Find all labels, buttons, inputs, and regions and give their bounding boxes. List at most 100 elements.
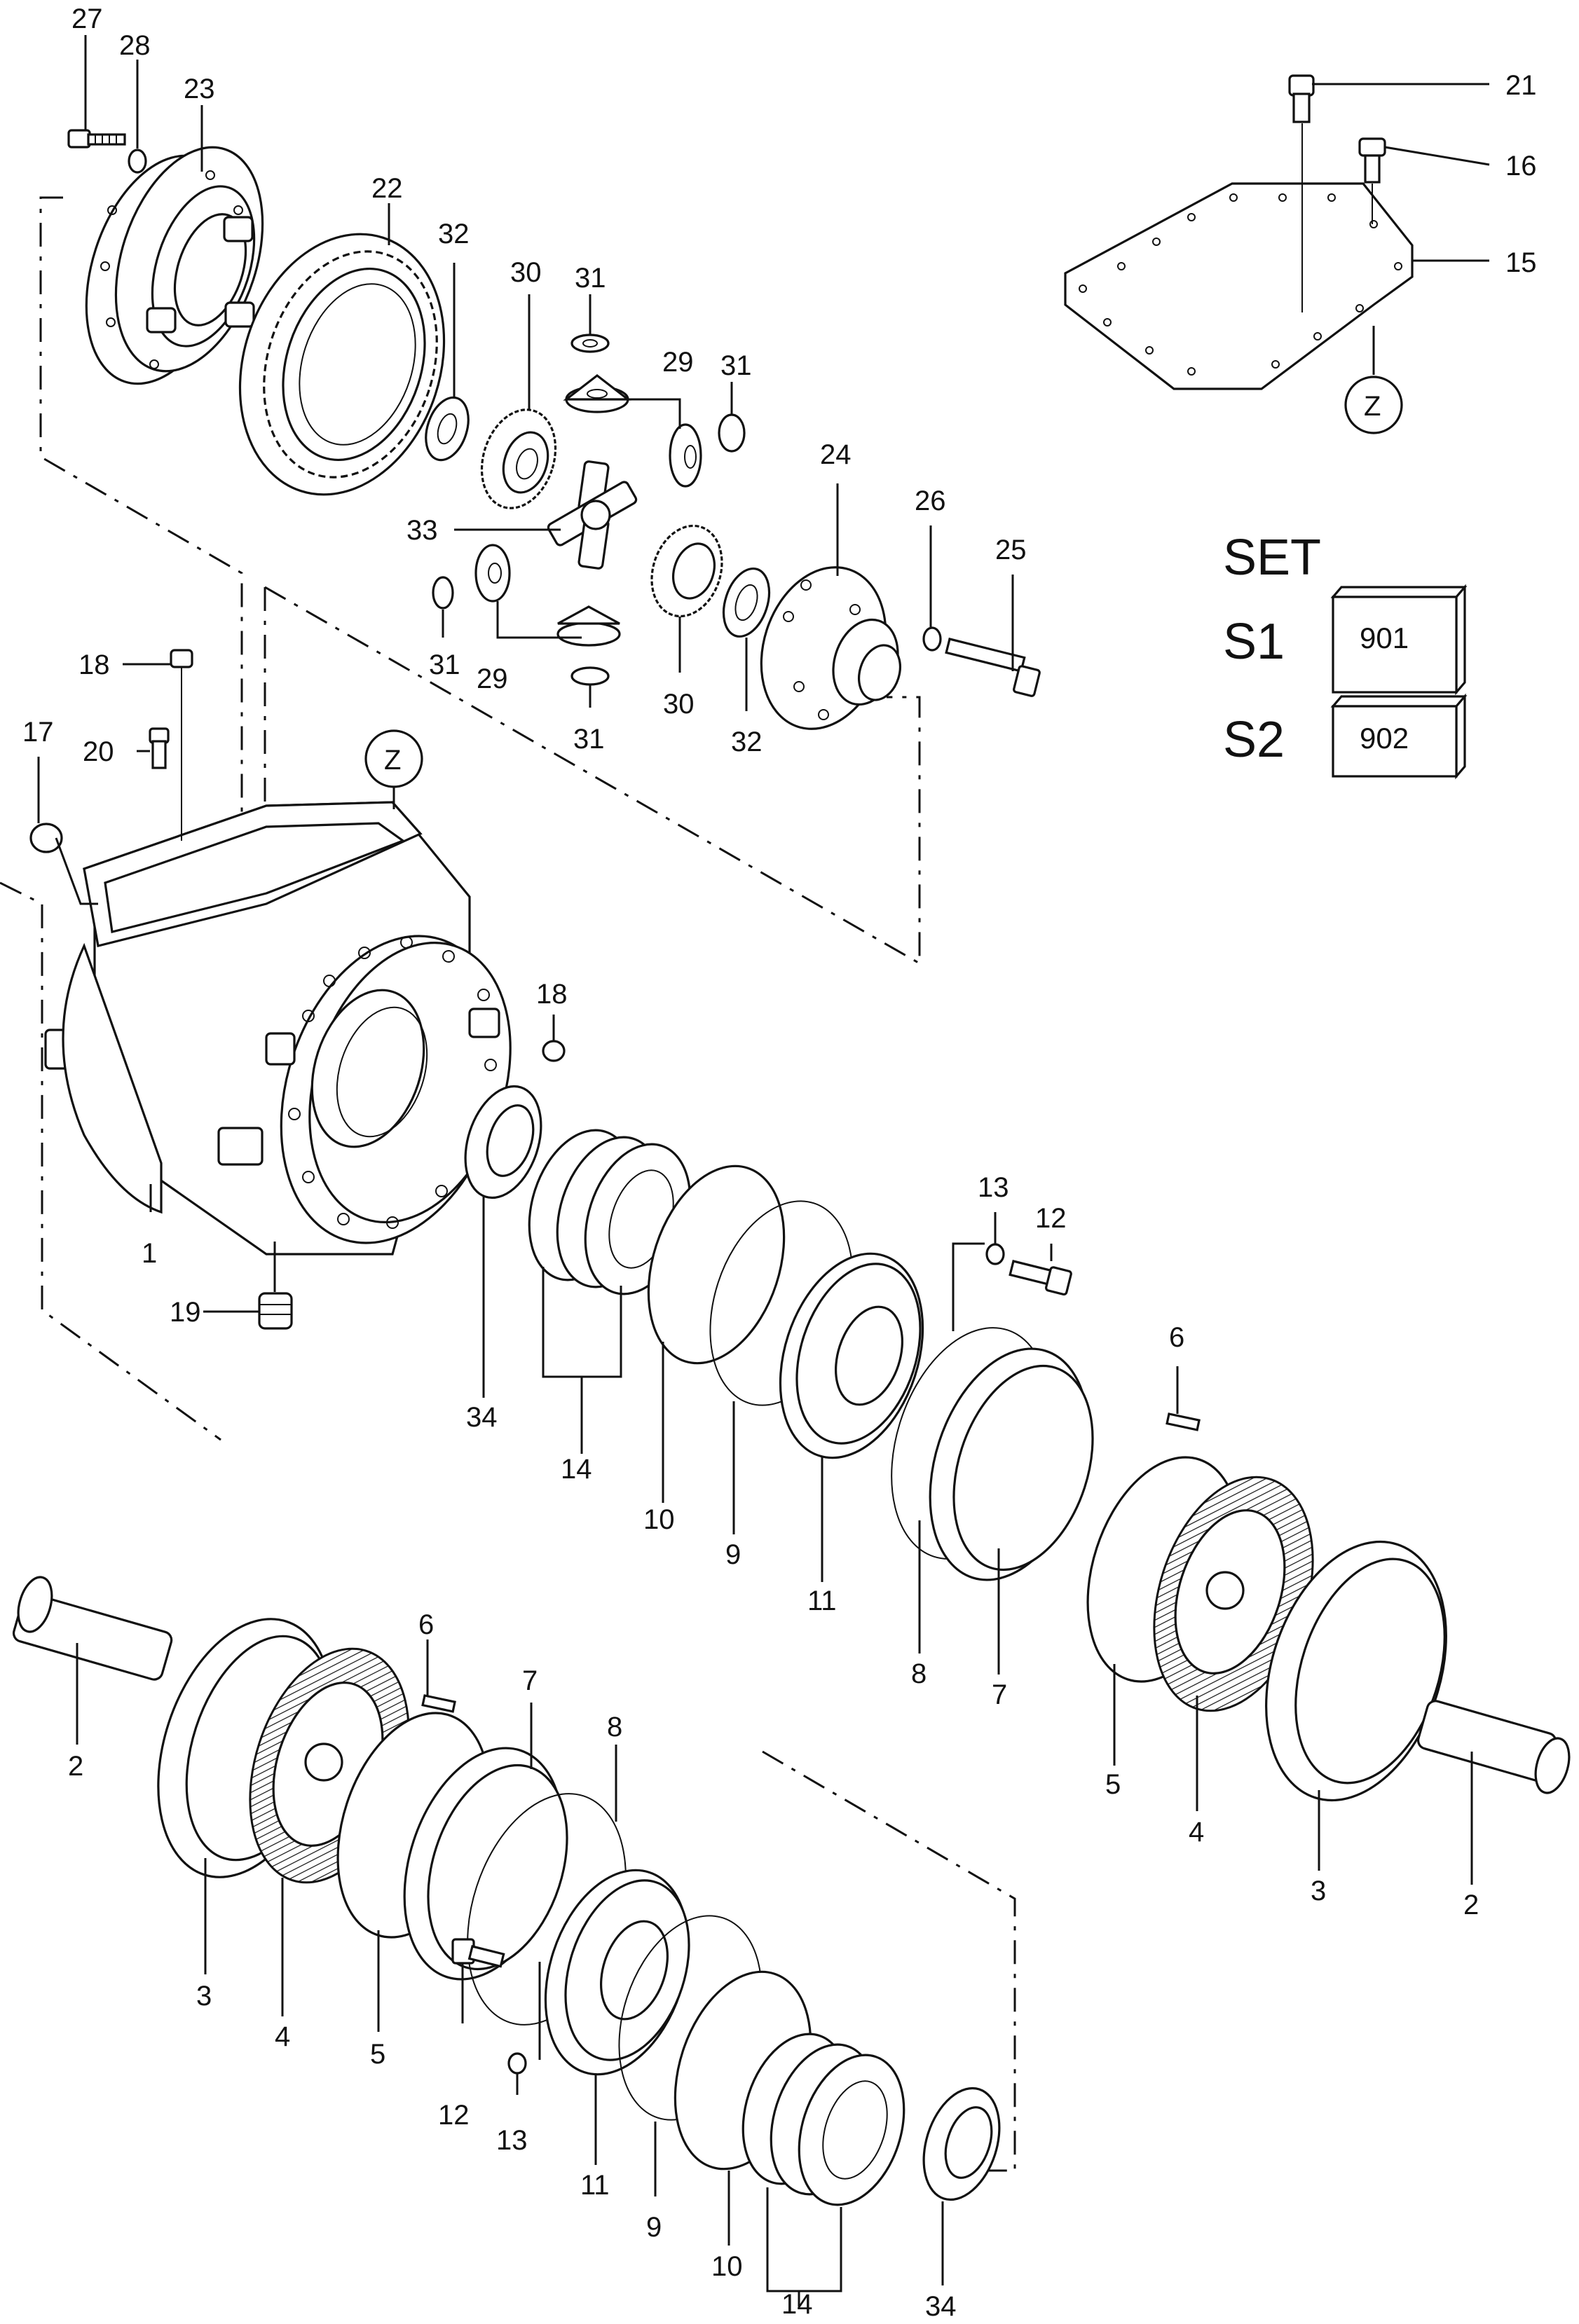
label-15: 15: [1505, 247, 1537, 278]
label-11-upper: 11: [807, 1586, 837, 1616]
brake-disc-3-upper: [1265, 1540, 1447, 1802]
shim-pack-14-lower: [741, 2033, 905, 2206]
label-18-side: 18: [536, 979, 568, 1010]
flange-23: [85, 146, 264, 385]
label-30-bottom: 30: [663, 689, 695, 720]
label-29-top: 29: [662, 347, 694, 378]
o-ring-10-upper: [647, 1164, 786, 1365]
label-13-lower: 13: [496, 2125, 528, 2156]
ring-gear-22: [238, 233, 446, 496]
assembly-lines: [0, 196, 1016, 2172]
cover-plate-15: [1064, 182, 1414, 390]
label-10-upper: 10: [643, 1504, 675, 1535]
label-14-upper: 14: [561, 1454, 592, 1485]
label-4-lower: 4: [275, 2021, 290, 2052]
washer-31-a: [570, 334, 610, 353]
label-16: 16: [1505, 151, 1537, 181]
washer-26: [922, 626, 942, 652]
label-20: 20: [83, 736, 114, 767]
label-12-lower: 12: [438, 2100, 470, 2131]
washer-31-a-hole: [582, 339, 598, 348]
label-34-upper: 34: [466, 1402, 498, 1433]
washer-31-d: [570, 666, 610, 686]
label-7-lower: 7: [522, 1665, 538, 1696]
washer-13-upper: [985, 1243, 1005, 1265]
seal-34-upper: [464, 1085, 542, 1199]
set-row-s2-key: S2: [1223, 712, 1285, 768]
label-3-lower: 3: [196, 1981, 212, 2012]
label-1: 1: [142, 1238, 157, 1269]
drain-plug-19: [258, 1292, 293, 1330]
spider-cross-33: [547, 460, 638, 570]
plug-18-top: [170, 649, 193, 841]
set-row-s1-code: 901: [1360, 621, 1409, 654]
piston-11-lower: [544, 1869, 690, 2076]
label-z-cover: Z: [1364, 391, 1381, 422]
part-labels: 27 28 23 22 32 30 31 29 31 33 31 29 31 3…: [22, 4, 1537, 2322]
label-8-lower: 8: [607, 1712, 622, 1742]
label-10-lower: 10: [711, 2251, 743, 2282]
thrust-washer-32-bottom: [722, 567, 771, 638]
label-26: 26: [915, 486, 946, 516]
bolt-25: [945, 638, 1041, 697]
piston-11-upper: [779, 1252, 924, 1459]
axle-housing-1: [44, 801, 512, 1256]
washer-31-b: [718, 413, 746, 453]
set-row-s1-key: S1: [1223, 614, 1285, 670]
label-19: 19: [170, 1297, 201, 1328]
label-22: 22: [371, 173, 403, 204]
label-30-top: 30: [510, 257, 542, 288]
label-31-a: 31: [575, 263, 606, 294]
label-25: 25: [995, 535, 1027, 565]
cover-plate-holes: [1079, 193, 1402, 376]
label-17: 17: [22, 717, 54, 748]
leader-lines: [37, 35, 1490, 2306]
pinion-29-b: [669, 423, 702, 488]
label-11-lower: 11: [580, 2170, 610, 2201]
label-31-c: 31: [429, 649, 460, 680]
label-14-lower: 14: [781, 2289, 813, 2320]
label-23: 23: [184, 74, 215, 104]
pinion-29-a: [563, 373, 631, 413]
pin-6-lower: [421, 1694, 456, 1713]
washer-28: [128, 149, 147, 174]
label-6-lower: 6: [418, 1609, 434, 1640]
callout-z-cover: [1344, 376, 1403, 434]
label-34-lower: 34: [925, 2291, 957, 2322]
seal-34-lower: [922, 2086, 1001, 2201]
thrust-washer-32-top-hole: [437, 413, 458, 445]
breather-20: [149, 727, 170, 769]
label-9-upper: 9: [725, 1539, 741, 1570]
side-gear-30-top: [480, 408, 557, 509]
set-table: [1330, 584, 1468, 780]
cylinder-7-lower: [403, 1747, 568, 1981]
label-8-upper: 8: [911, 1658, 927, 1689]
pin-6-upper: [1166, 1412, 1201, 1431]
bolt-27: [67, 129, 126, 149]
washer-31-c: [432, 576, 454, 610]
plug-18-side: [542, 1040, 566, 1062]
pinion-29-c: [474, 544, 511, 603]
diff-housing-24: [760, 566, 901, 730]
set-row-s2-code: 902: [1360, 722, 1409, 755]
label-24: 24: [820, 439, 852, 470]
screw-16: [1358, 137, 1386, 224]
plug-21: [1288, 74, 1315, 312]
label-9-lower: 9: [646, 2212, 662, 2243]
label-13-upper: 13: [978, 1172, 1009, 1203]
label-2-right: 2: [1463, 1890, 1479, 1920]
cylinder-7-upper: [929, 1347, 1094, 1581]
label-4-upper: 4: [1189, 1817, 1204, 1848]
shaft-2-lower: [12, 1576, 173, 1681]
label-31-b: 31: [720, 350, 752, 381]
shim-pack-14-upper: [528, 1129, 692, 1295]
thrust-washer-32-top: [425, 396, 470, 462]
side-gear-30-bottom: [650, 524, 723, 618]
label-7-upper: 7: [992, 1679, 1007, 1710]
set-title: SET: [1223, 530, 1321, 586]
label-21: 21: [1505, 70, 1537, 101]
label-29-bottom: 29: [477, 663, 508, 694]
label-32-top: 32: [438, 219, 470, 249]
label-5-upper: 5: [1105, 1769, 1121, 1800]
